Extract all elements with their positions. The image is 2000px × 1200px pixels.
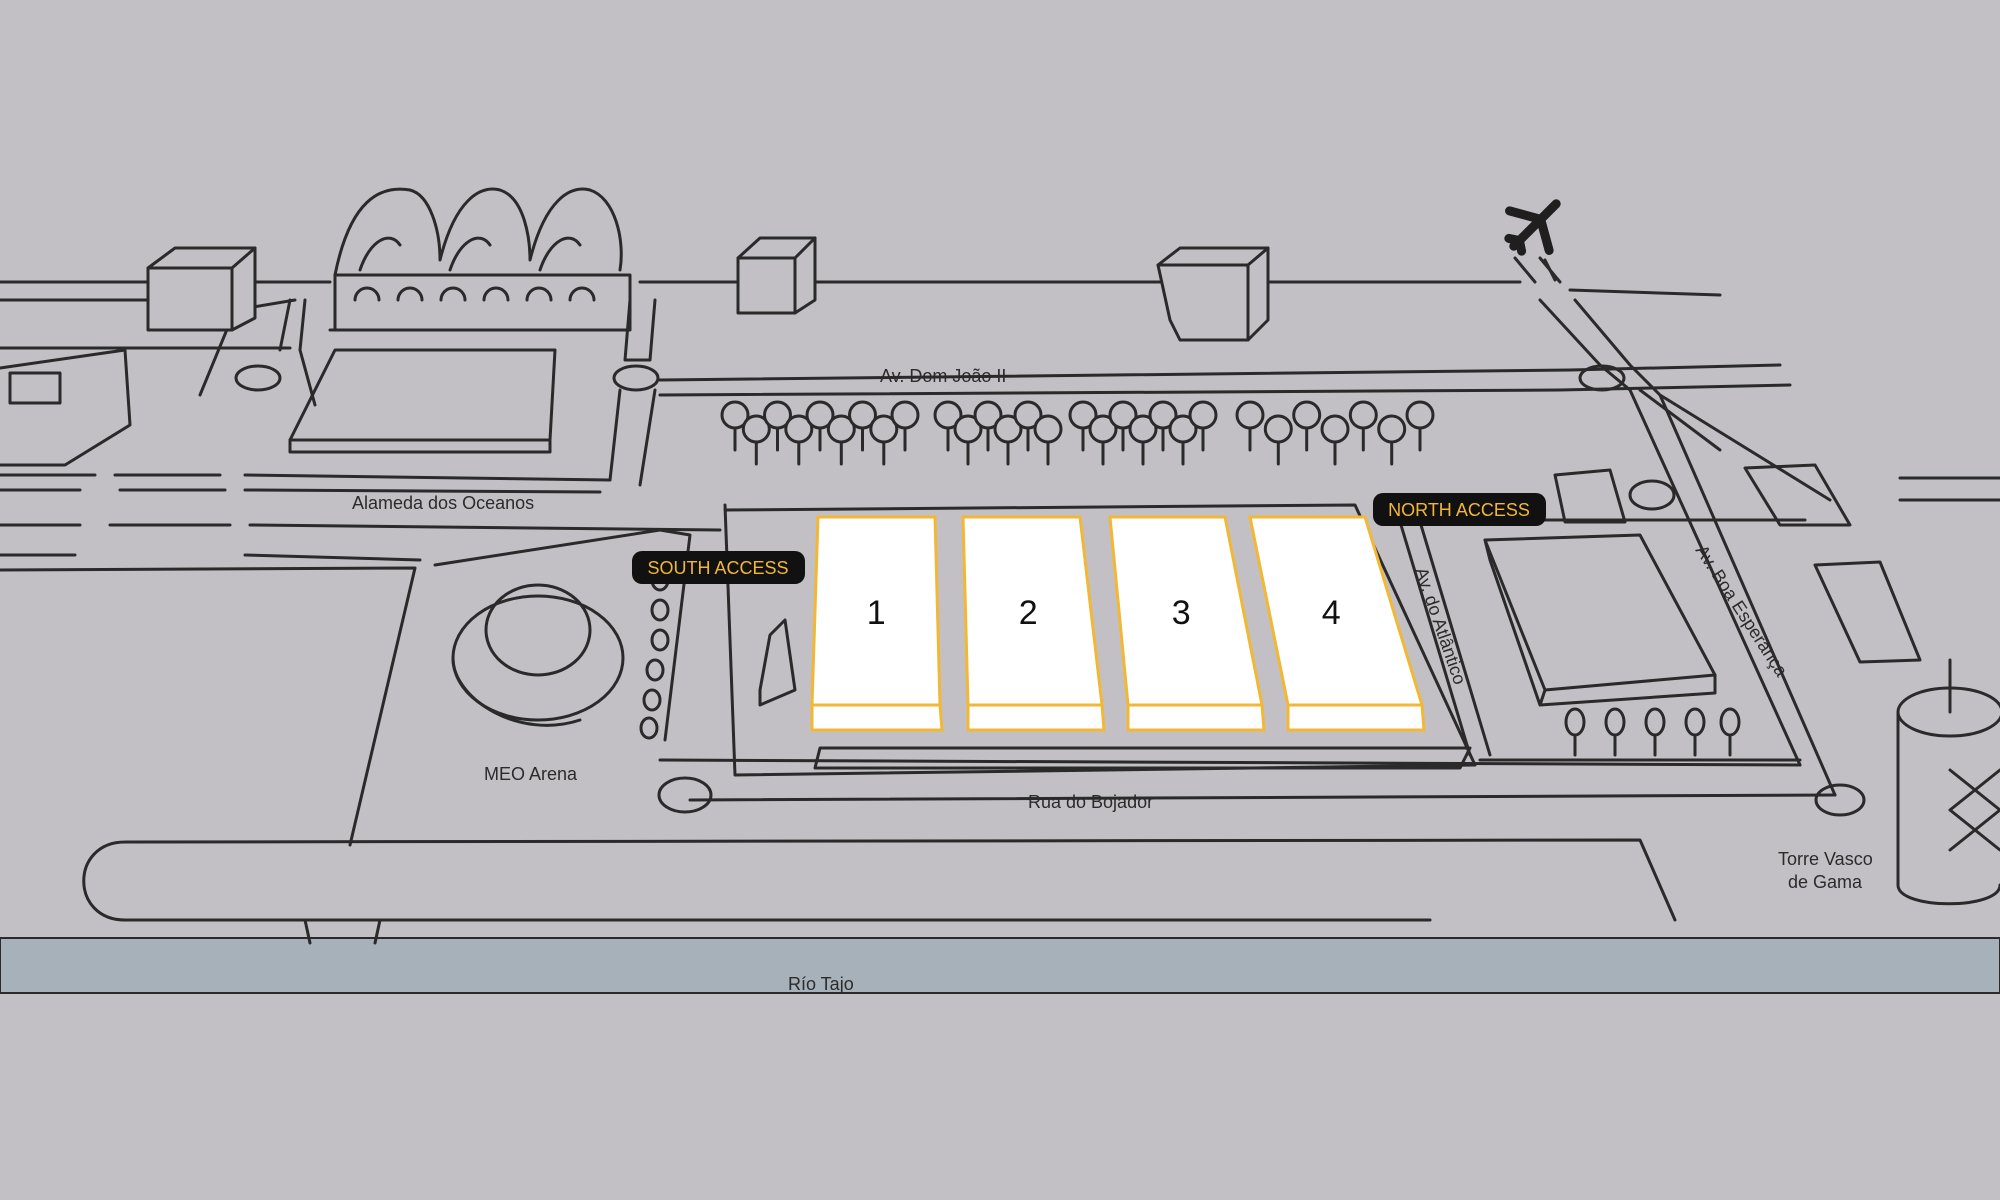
street-label-dom-joao: Av. Dom João II (880, 366, 1006, 386)
hall-number: 1 (867, 594, 886, 632)
landmark-label-meo-arena: MEO Arena (484, 764, 578, 784)
tree (1377, 414, 1407, 444)
airplane-icon (1504, 199, 1561, 256)
tree (1263, 414, 1293, 444)
south-access-badge[interactable]: SOUTH ACCESS (632, 551, 805, 584)
torre-vasco-da-gama (1896, 658, 2000, 906)
hall-number: 2 (1019, 594, 1038, 632)
hall-base (966, 703, 1106, 732)
street-label-bojador: Rua do Bojador (1028, 792, 1153, 812)
tree (1235, 400, 1265, 430)
buildings (0, 187, 1922, 707)
tree (890, 400, 920, 430)
landmark-label-torre-1: Torre Vasco (1778, 849, 1873, 869)
tree (1033, 414, 1063, 444)
north-access-badge[interactable]: NORTH ACCESS (1373, 493, 1546, 526)
pavilion-building (328, 187, 632, 332)
hall-number: 3 (1172, 594, 1191, 632)
tree (1320, 414, 1350, 444)
airport-access-road (1513, 256, 1562, 284)
river-label: Río Tajo (788, 974, 854, 994)
fairground-slabs (758, 618, 1472, 770)
exhibition-halls: 1 2 3 4 (810, 515, 1426, 732)
tree (1188, 400, 1218, 430)
north-access-label: NORTH ACCESS (1388, 500, 1530, 520)
exhibition-hall-4[interactable]: 4 (1248, 515, 1426, 732)
tree (1348, 400, 1378, 430)
landmark-label-torre-2: de Gama (1788, 872, 1863, 892)
exhibition-hall-1[interactable]: 1 (810, 515, 944, 732)
exhibition-hall-3[interactable]: 3 (1108, 515, 1266, 732)
hall-number: 4 (1322, 594, 1341, 632)
south-access-label: SOUTH ACCESS (647, 558, 788, 578)
road-network (0, 258, 2000, 945)
tree-groups (720, 400, 1741, 757)
river (0, 937, 2000, 994)
tree (1405, 400, 1435, 430)
street-label-alameda: Alameda dos Oceanos (352, 493, 534, 513)
hall-base (1126, 703, 1266, 732)
exhibition-hall-2[interactable]: 2 (961, 515, 1106, 732)
hall-base (810, 703, 944, 732)
tree (1292, 400, 1322, 430)
hall-base (1286, 703, 1426, 732)
